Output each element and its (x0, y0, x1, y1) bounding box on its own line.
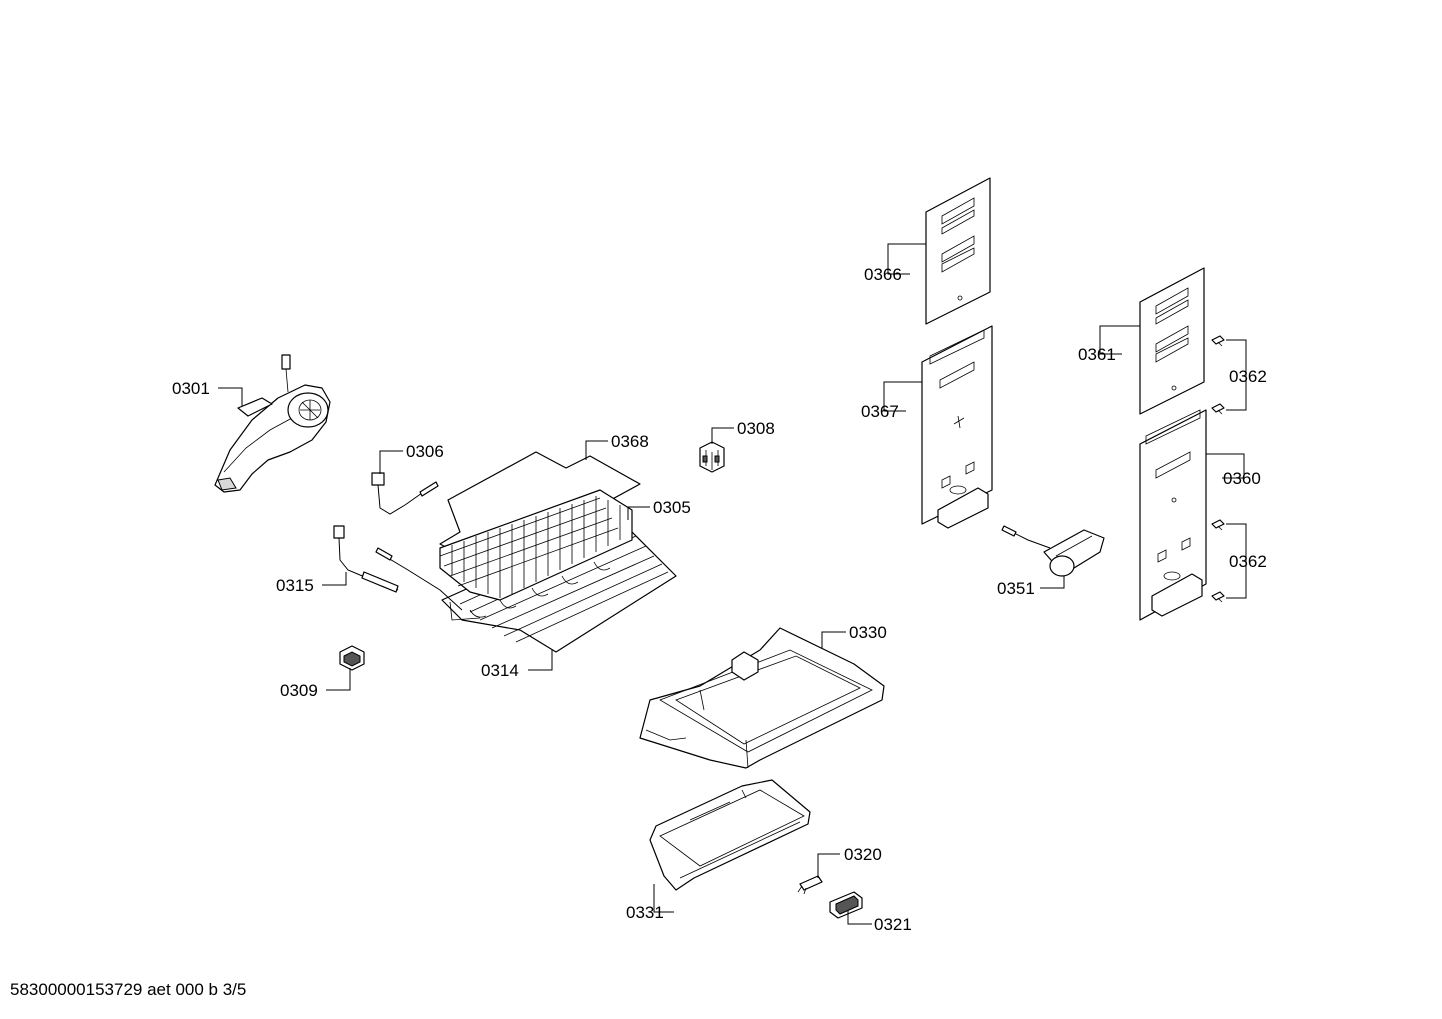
label-0301: 0301 (172, 379, 210, 398)
label-0361: 0361 (1078, 345, 1116, 364)
label-0367: 0367 (861, 402, 899, 421)
part-0308-connector (699, 441, 725, 473)
label-0360: 0360 (1223, 469, 1261, 488)
part-0351-damper (1001, 525, 1105, 577)
part-0330-tray (639, 627, 885, 769)
part-0366-panel (925, 177, 991, 325)
label-0309: 0309 (280, 681, 318, 700)
part-0321-cover (829, 891, 863, 919)
callout-labels: 0301 0306 0368 0305 0308 0315 0309 0314 … (172, 265, 1267, 934)
label-0315: 0315 (276, 576, 314, 595)
label-0330: 0330 (849, 623, 887, 642)
part-0362-screws (1211, 335, 1225, 603)
part-0367-panel (921, 325, 993, 529)
part-0301-fan-housing (214, 354, 331, 493)
label-0308: 0308 (737, 419, 775, 438)
label-0366: 0366 (864, 265, 902, 284)
label-0351: 0351 (997, 579, 1035, 598)
label-0362-upper: 0362 (1229, 367, 1267, 386)
part-0306-sensor (371, 472, 439, 515)
label-0306: 0306 (406, 442, 444, 461)
part-0361-panel (1139, 267, 1205, 415)
part-0320-clip (797, 875, 823, 895)
part-0309-block (339, 645, 365, 671)
leader-lines (218, 243, 1247, 925)
label-0314: 0314 (481, 661, 519, 680)
label-0321: 0321 (874, 915, 912, 934)
drawing-code: 58300000153729 aet 000 b 3/5 (10, 980, 247, 999)
part-0305-evaporator (375, 489, 633, 611)
part-0360-panel (1139, 409, 1207, 621)
label-0320: 0320 (844, 845, 882, 864)
label-0362-lower: 0362 (1229, 552, 1267, 571)
label-0331: 0331 (626, 903, 664, 922)
label-0305: 0305 (653, 498, 691, 517)
label-0368: 0368 (611, 432, 649, 451)
part-0331-bracket (649, 779, 811, 891)
part-0315-sensor-cable (333, 525, 399, 593)
